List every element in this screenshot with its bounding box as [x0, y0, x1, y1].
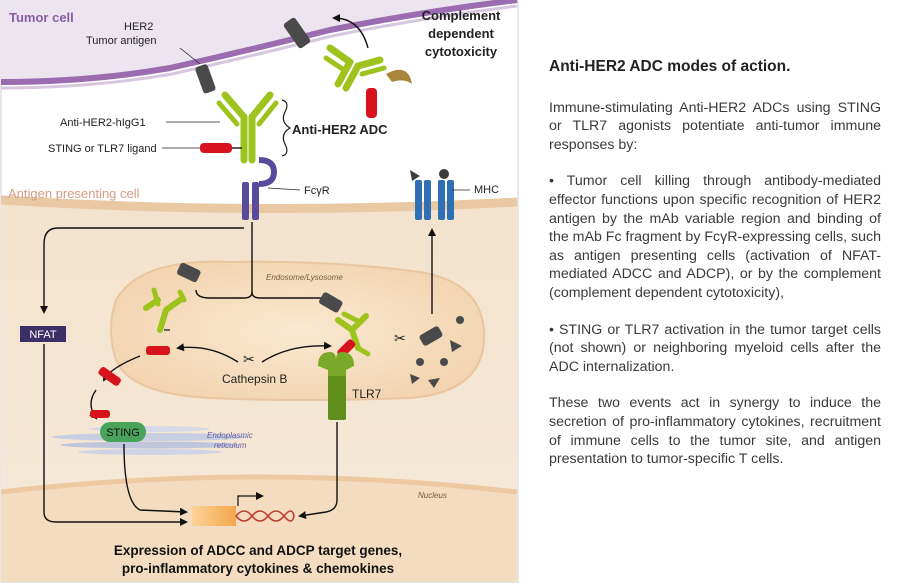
cdc-line1: Complement — [422, 8, 501, 23]
scissors-icon-right: ✂ — [394, 330, 406, 346]
her2-leader-line — [179, 47, 201, 65]
panel-bullet-2: • STING or TLR7 activation in the tumor … — [549, 321, 881, 375]
adc-brace — [281, 99, 292, 157]
endosome-label: Endosome/Lysosome — [266, 273, 343, 282]
tumor-cell-region — [1, 0, 517, 82]
panel-intro: Immune-stimulating Anti-HER2 ADCs using … — [549, 99, 881, 153]
degraded-fragments — [410, 316, 464, 388]
released-ligand-2 — [98, 367, 121, 386]
anti-her2-adc — [216, 91, 279, 164]
nfat-box — [20, 326, 66, 342]
transcription-start-arrow — [237, 492, 264, 506]
sting-to-gene-arrow — [123, 443, 188, 516]
endosome-lysosome — [110, 260, 486, 401]
antibody-label: Anti-HER2-hIgG1 — [60, 117, 146, 129]
fcgr-receptor — [242, 157, 278, 220]
ligand-label: STING or TLR7 ligand — [48, 143, 157, 155]
fcgr-label: FcγR — [304, 185, 330, 197]
sting-bound-ligand — [90, 410, 110, 418]
nucleus — [1, 477, 517, 582]
nfat-label: NFAT — [29, 329, 57, 341]
complement-antibody — [283, 17, 412, 118]
tlr7-label: TLR7 — [352, 387, 382, 401]
legend-text-panel: Anti-HER2 ADC modes of action. Immune-st… — [549, 58, 881, 487]
nuclear-membrane — [0, 474, 518, 495]
nfat-to-gene-arrow — [43, 344, 188, 526]
scissors-icon-center: ✂ — [243, 351, 255, 367]
mhc-label: MHC — [474, 184, 499, 196]
released-ligand-1 — [146, 346, 170, 355]
tumor-membrane-shadow — [0, 4, 518, 90]
endosome-antibody-left — [143, 262, 201, 333]
tlr7-to-gene-arrow — [298, 422, 338, 520]
sting-tlr7-ligand — [200, 143, 242, 153]
tlr7-receptor — [318, 352, 354, 420]
nfat-arrow — [40, 227, 244, 314]
er-label-line1: Endoplasmic — [207, 431, 253, 440]
her2-label-line2: Tumor antigen — [86, 35, 157, 47]
apc-label: Antigen presenting cell — [8, 186, 140, 201]
tumor-cell-membrane — [0, 0, 518, 85]
panel-title: Anti-HER2 ADC modes of action. — [549, 58, 791, 75]
sting-label: STING — [106, 427, 140, 439]
cathepsin-arrow-right — [261, 341, 332, 363]
dna-helix — [235, 510, 295, 522]
her2-label-line1: HER2 — [124, 21, 153, 33]
cathepsin-label: Cathepsin B — [222, 372, 287, 386]
expression-line1: Expression of ADCC and ADCP target genes… — [114, 543, 402, 558]
fcgr-leader-line — [267, 187, 301, 191]
er-label-line2: reticulum — [214, 441, 247, 450]
expression-line2: pro-inflammatory cytokines & chemokines — [122, 561, 394, 576]
panel-bullet-1: • Tumor cell killing through antibody-me… — [549, 173, 881, 301]
cdc-line2: dependent — [428, 26, 494, 41]
cdc-line3: cytotoxicity — [425, 44, 498, 59]
nucleus-label: Nucleus — [418, 491, 447, 500]
adc-label: Anti-HER2 ADC — [292, 122, 388, 137]
her2-receptor — [195, 64, 216, 94]
apc-membrane — [0, 195, 518, 214]
cathepsin-arrow-left — [176, 343, 239, 363]
cdc-arrow — [332, 14, 369, 49]
gene-promoter — [192, 506, 236, 526]
tumor-cell-label: Tumor cell — [9, 10, 74, 25]
mechanism-diagram: Tumor cell Antigen presenting cell Nucle… — [0, 0, 519, 583]
sting-protein — [100, 422, 146, 442]
endosome-antibody-right — [319, 292, 371, 358]
panel-closing: These two events act in synergy to induc… — [549, 395, 881, 468]
